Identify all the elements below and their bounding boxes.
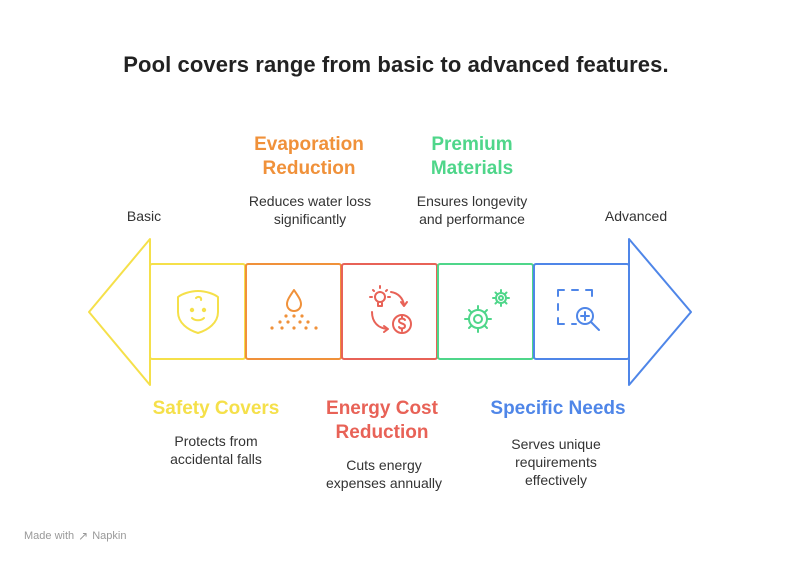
zoom-in-icon bbox=[557, 289, 600, 331]
napkin-brand-label: Napkin bbox=[92, 530, 127, 542]
stage-heading-evaporation: Evaporation Reduction bbox=[219, 133, 399, 181]
stage-desc-specific-line2: requirements bbox=[515, 454, 597, 470]
baby-face-icon bbox=[177, 290, 219, 334]
right-arrow-head bbox=[628, 238, 692, 386]
stage-heading-specific-text: Specific Needs bbox=[490, 398, 626, 419]
left-arrow-head bbox=[88, 238, 151, 386]
axis-start-label: Basic bbox=[126, 208, 162, 224]
stage-desc-evaporation-line1: Reduces water loss bbox=[248, 193, 372, 209]
stage-desc-energy: Cuts energy expenses annually bbox=[289, 456, 479, 492]
stage-box-specific bbox=[533, 263, 630, 360]
stage-desc-premium: Ensures longevity and performance bbox=[377, 192, 567, 228]
stage-desc-energy-line2: expenses annually bbox=[326, 475, 442, 491]
water-drop-icon bbox=[270, 289, 318, 330]
axis-end-label: Advanced bbox=[604, 208, 668, 224]
stage-desc-specific-line1: Serves unique bbox=[511, 436, 601, 452]
stage-heading-premium-line2: Materials bbox=[430, 158, 514, 179]
energy-savings-icon bbox=[369, 285, 412, 334]
stage-desc-energy-line1: Cuts energy bbox=[346, 457, 422, 473]
stage-heading-energy-line2: Reduction bbox=[335, 422, 429, 443]
stage-heading-evaporation-line1: Evaporation bbox=[254, 134, 364, 155]
stage-desc-evaporation-line2: significantly bbox=[273, 211, 347, 227]
stage-heading-energy-line1: Energy Cost bbox=[326, 398, 438, 419]
stage-heading-specific: Specific Needs bbox=[468, 397, 648, 421]
stage-heading-premium: Premium Materials bbox=[382, 133, 562, 181]
stage-box-safety bbox=[149, 263, 246, 360]
made-with-label: Made with bbox=[24, 530, 75, 542]
stage-desc-safety-line1: Protects from bbox=[174, 433, 258, 449]
stage-desc-specific: Serves unique requirements effectively bbox=[466, 435, 646, 489]
stage-heading-safety-text: Safety Covers bbox=[152, 398, 280, 419]
stage-box-energy bbox=[341, 263, 438, 360]
stage-heading-energy: Energy Cost Reduction bbox=[292, 397, 472, 445]
stage-desc-evaporation: Reduces water loss significantly bbox=[215, 192, 405, 228]
stage-desc-premium-line1: Ensures longevity bbox=[416, 193, 528, 209]
gears-icon bbox=[464, 289, 510, 333]
stage-desc-specific-line3: effectively bbox=[525, 472, 587, 488]
stage-desc-safety-line2: accidental falls bbox=[170, 451, 262, 467]
page-title: Pool covers range from basic to advanced… bbox=[123, 52, 669, 77]
stage-heading-evaporation-line2: Reduction bbox=[262, 158, 356, 179]
made-with-napkin-footer[interactable]: Made with ↗ Napkin bbox=[24, 529, 126, 543]
napkin-logo-icon: ↗ bbox=[78, 529, 89, 543]
stage-heading-premium-line1: Premium bbox=[431, 134, 513, 155]
stage-desc-safety: Protects from accidental falls bbox=[126, 432, 306, 468]
stage-heading-safety: Safety Covers bbox=[126, 397, 306, 421]
stage-desc-premium-line2: and performance bbox=[419, 211, 525, 227]
